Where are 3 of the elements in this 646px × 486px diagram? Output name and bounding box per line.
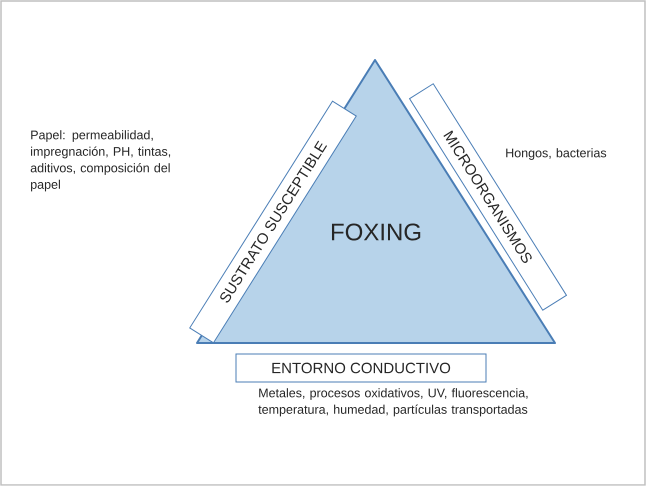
label-box: ENTORNO CONDUCTIVO (236, 354, 486, 382)
description-text: Papel: permeabilidad, impregnación, PH, tintas, aditivos, composición del papel (30, 130, 170, 192)
description-text: Metales, procesos oxidativos, UV, fluorescencia, temperatura, humedad, partículas transportadas (258, 388, 528, 416)
